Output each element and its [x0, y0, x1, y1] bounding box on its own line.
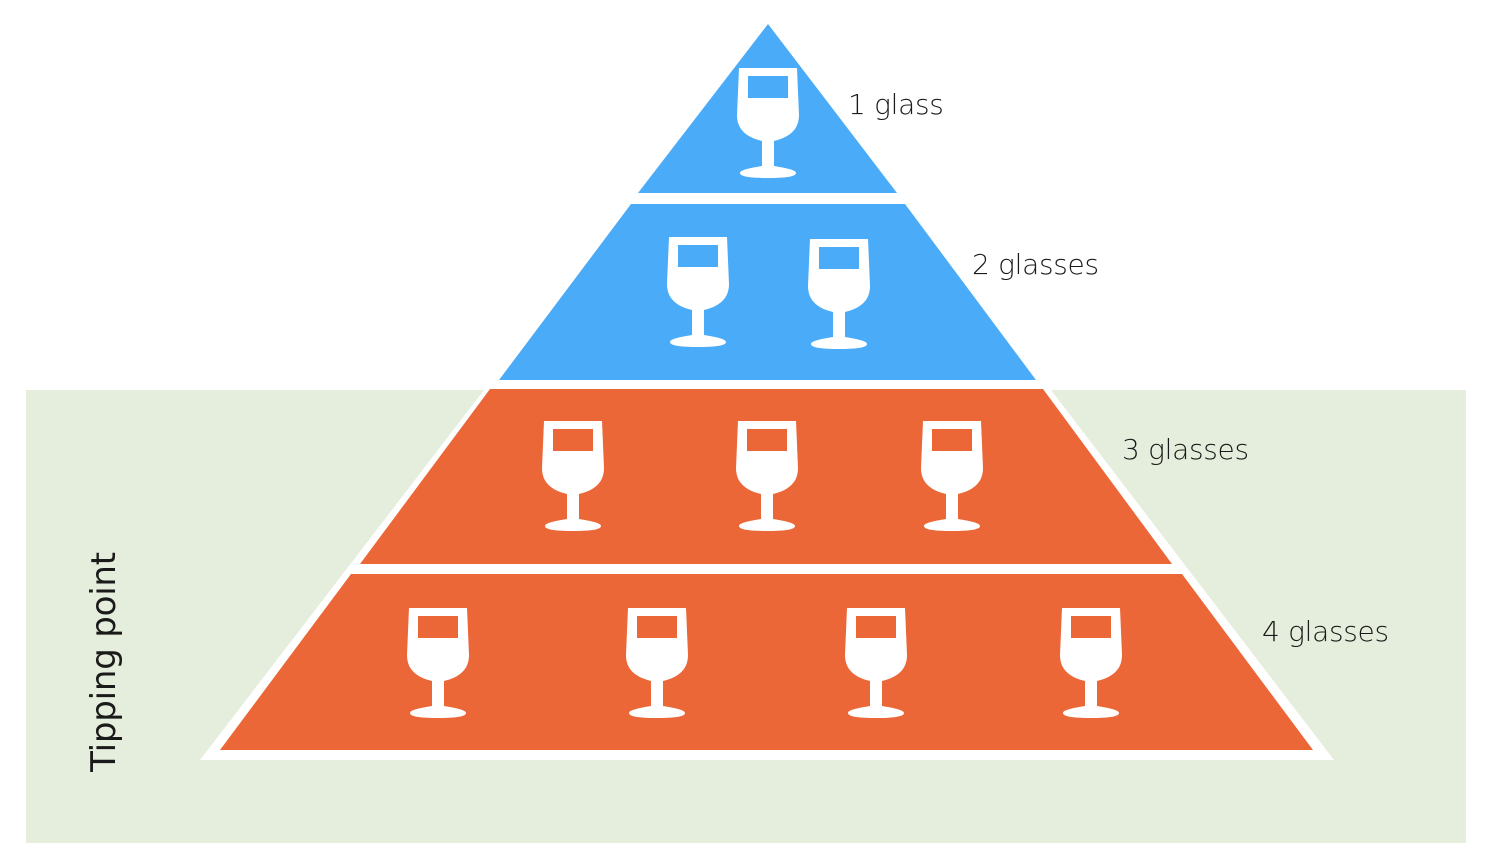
wine-glass-icon — [542, 421, 604, 531]
wine-glass-icon — [921, 421, 983, 531]
wine-glass-icon — [737, 68, 799, 178]
tipping-point-label: Tipping point — [84, 552, 124, 772]
tier-2-label: 2 glasses — [972, 248, 1099, 281]
tier-2-shape — [499, 204, 1036, 380]
wine-glass-icon — [626, 608, 688, 718]
tier-3-label: 3 glasses — [1122, 433, 1249, 466]
tier-1-label: 1 glass — [848, 88, 944, 121]
wine-glass-icon — [808, 239, 870, 349]
wine-glass-icon — [736, 421, 798, 531]
wine-glass-icon — [845, 608, 907, 718]
tier-4-shape — [220, 574, 1313, 750]
tier-4-label: 4 glasses — [1262, 615, 1389, 648]
wine-glass-icon — [407, 608, 469, 718]
wine-glass-icon — [1060, 608, 1122, 718]
wine-glass-icon — [667, 237, 729, 347]
